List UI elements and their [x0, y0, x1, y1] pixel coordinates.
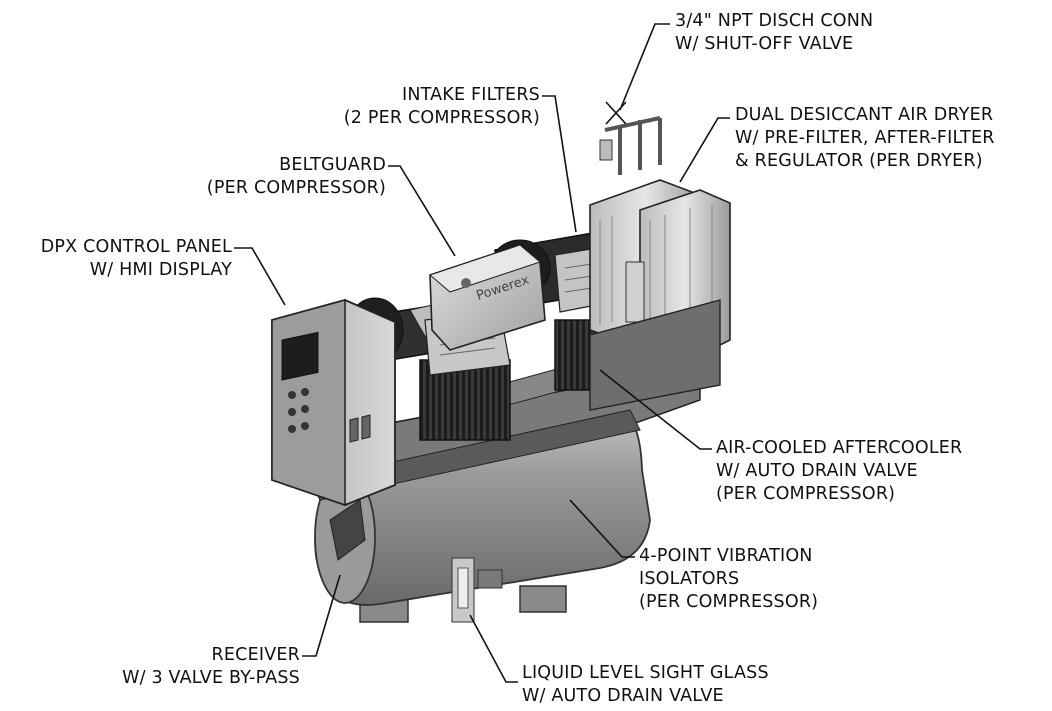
callout-line: DPX CONTROL PANEL	[40, 237, 232, 257]
callout-line: BELTGUARD	[279, 155, 386, 175]
callout-air-dryer: DUAL DESICCANT AIR DRYER W/ PRE-FILTER, …	[735, 104, 995, 173]
callout-line: LIQUID LEVEL SIGHT GLASS	[522, 663, 769, 683]
callout-control-panel: DPX CONTROL PANEL W/ HMI DISPLAY	[41, 236, 232, 282]
callout-line: DUAL DESICCANT AIR DRYER	[735, 105, 994, 125]
callout-intake-filters: INTAKE FILTERS (2 PER COMPRESSOR)	[344, 84, 540, 130]
leader-lines	[234, 23, 730, 683]
callout-line: 3/4" NPT DISCH CONN	[675, 11, 874, 31]
callout-line: W/ 3 VALVE BY-PASS	[122, 668, 300, 688]
callout-line: ISOLATORS	[639, 569, 740, 589]
callout-line: AIR-COOLED AFTERCOOLER	[716, 438, 963, 458]
desiccant-air-dryer	[589, 116, 731, 411]
callout-line: (2 PER COMPRESSOR)	[343, 108, 540, 128]
callout-line: W/ SHUT-OFF VALVE	[675, 34, 854, 54]
control-panel	[271, 299, 396, 507]
callout-line: W/ HMI DISPLAY	[89, 260, 232, 280]
callout-vibration-isolators: 4-POINT VIBRATION ISOLATORS (PER COMPRES…	[639, 545, 818, 614]
callout-sight-glass: LIQUID LEVEL SIGHT GLASS W/ AUTO DRAIN V…	[522, 662, 769, 708]
callout-line: W/ PRE-FILTER, AFTER-FILTER	[735, 128, 995, 148]
callout-line: (PER COMPRESSOR)	[639, 592, 819, 612]
callout-line: (PER COMPRESSOR)	[716, 484, 896, 504]
callout-line: W/ AUTO DRAIN VALVE	[522, 686, 724, 706]
callout-line: RECEIVER	[211, 645, 300, 665]
callout-aftercooler: AIR-COOLED AFTERCOOLER W/ AUTO DRAIN VAL…	[716, 437, 962, 506]
callout-beltguard: BELTGUARD (PER COMPRESSOR)	[207, 154, 386, 200]
beltguard: Powerex	[429, 244, 546, 351]
callout-line: & REGULATOR (PER DRYER)	[735, 151, 983, 171]
callout-line: (PER COMPRESSOR)	[206, 178, 386, 198]
sight-glass-assembly	[451, 557, 503, 623]
callout-line: 4-POINT VIBRATION	[639, 546, 813, 566]
callout-receiver: RECEIVER W/ 3 VALVE BY-PASS	[122, 644, 300, 690]
callout-line: W/ AUTO DRAIN VALVE	[716, 461, 918, 481]
callout-line: INTAKE FILTERS	[401, 85, 540, 105]
receiver-tank	[314, 403, 651, 623]
callout-discharge: 3/4" NPT DISCH CONN W/ SHUT-OFF VALVE	[675, 10, 873, 56]
